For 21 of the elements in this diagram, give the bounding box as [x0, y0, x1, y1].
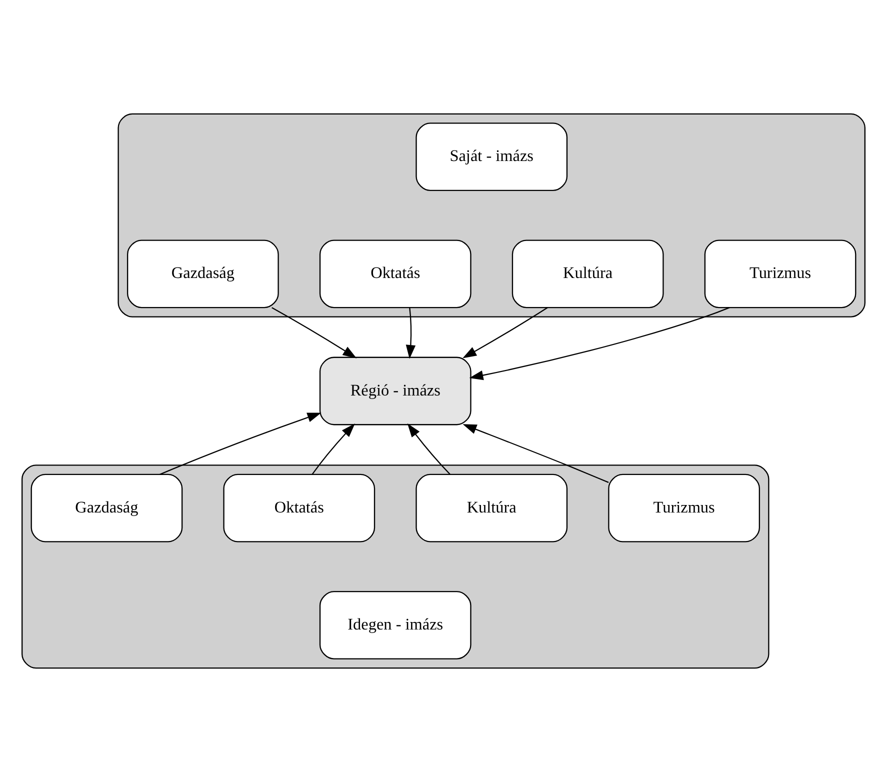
node-box: Kultúra: [416, 473, 568, 542]
arrow: [160, 412, 322, 474]
arrow: [407, 422, 450, 474]
node-box: Idegen - imázs: [319, 590, 472, 659]
node-box: Turizmus: [608, 473, 760, 542]
cluster: [22, 464, 770, 668]
node-box: Gazdaság: [127, 239, 279, 308]
arrow: [469, 306, 730, 380]
arrow: [312, 422, 355, 474]
node-box: Saját - imázs: [416, 122, 568, 191]
node-box: Oktatás: [223, 473, 376, 542]
arrow: [272, 306, 357, 358]
node-box: Turizmus: [704, 239, 856, 308]
cluster: [118, 112, 866, 317]
node-box: Gazdaság: [30, 473, 183, 542]
arrow: [406, 307, 416, 358]
node-box: Régió - imázs: [319, 356, 472, 425]
arrow: [462, 306, 548, 358]
arrow: [462, 424, 609, 482]
node-box: Oktatás: [319, 239, 472, 308]
node-box: Kultúra: [512, 239, 664, 308]
